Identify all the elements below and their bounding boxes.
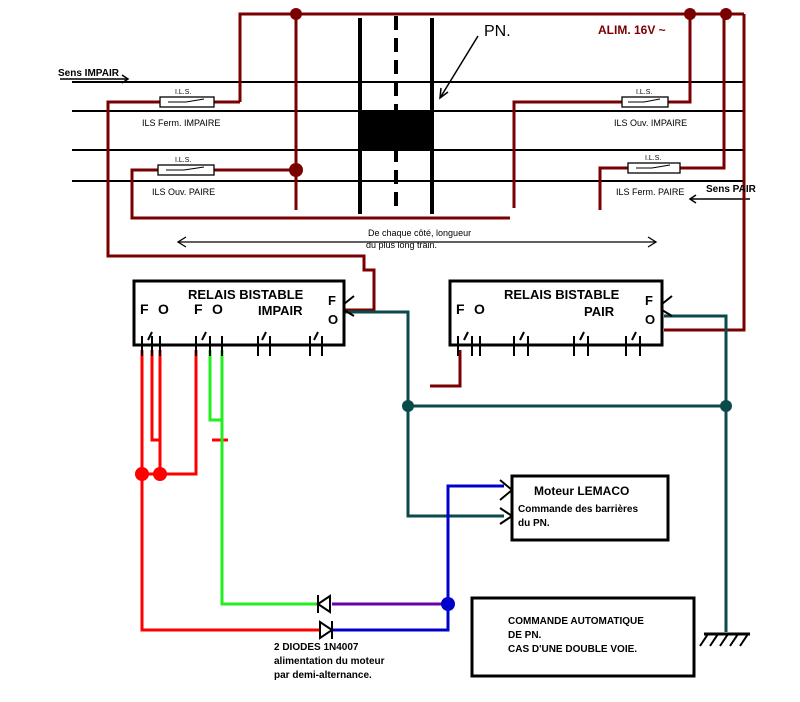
diode-icon [319, 620, 334, 640]
commande-line2: DE PN. [508, 630, 542, 641]
moteur-title: Moteur LEMACO [534, 484, 629, 498]
blue-wires [332, 484, 504, 632]
level-crossing-road [358, 16, 434, 214]
longueur-label-2: du plus long train. [366, 240, 437, 250]
relais-bistable-pair: RELAIS BISTABLE PAIR F O F O [448, 279, 673, 356]
svg-text:O: O [328, 312, 338, 327]
relais-impair-sub: IMPAIR [258, 303, 303, 318]
svg-text:O: O [474, 301, 485, 317]
ils-label: I.L.S. [175, 89, 191, 96]
ils-ferm-impaire-label: ILS Ferm. IMPAIRE [142, 118, 220, 128]
commande-automatique-box: COMMANDE AUTOMATIQUE DE PN. CAS D'UNE DO… [470, 596, 696, 678]
moteur-line1: Commande des barrières [518, 504, 638, 515]
diode-icon [316, 594, 331, 614]
svg-text:F: F [645, 293, 653, 308]
sens-impair-arrow [60, 74, 130, 84]
crossing-block [358, 112, 434, 150]
length-arrow [176, 236, 658, 248]
relais-pair-sub: PAIR [584, 304, 615, 319]
svg-text:F: F [456, 301, 465, 317]
junction-dots-teal [402, 400, 732, 412]
svg-text:O: O [212, 301, 223, 317]
moteur-lemaco-box: Moteur LEMACO Commande des barrières du … [499, 474, 670, 542]
motor-pins [499, 479, 513, 525]
ils-label: I.L.S. [636, 89, 652, 96]
pn-pointer [439, 35, 479, 99]
longueur-label-1: De chaque côté, longueur [368, 228, 471, 238]
pn-label: PN. [484, 23, 511, 40]
junction-dots-brown [289, 8, 732, 177]
junction-dot-blue [441, 597, 455, 611]
sens-pair-arrow [688, 194, 750, 204]
ils-ouv-paire-label: ILS Ouv. PAIRE [152, 187, 215, 197]
diodes-line1: 2 DIODES 1N4007 [274, 642, 359, 653]
ils-label: I.L.S. [175, 157, 191, 164]
ils-switch-ouv-paire: I.L.S. ILS Ouv. PAIRE [152, 157, 215, 197]
supply-wires [106, 12, 746, 388]
alim-label: ALIM. 16V ~ [598, 23, 666, 37]
ils-switch-ferm-paire: I.L.S. ILS Ferm. PAIRE [616, 155, 684, 197]
ils-switch-ferm-impaire: I.L.S. ILS Ferm. IMPAIRE [142, 89, 220, 128]
red-wires [140, 350, 320, 632]
diodes-line2: alimentation du moteur [274, 656, 385, 667]
relais-pair-title: RELAIS BISTABLE [504, 287, 620, 302]
svg-text:F: F [140, 301, 149, 317]
ils-ouv-impaire-label: ILS Ouv. IMPAIRE [614, 118, 687, 128]
relais-bistable-impair: RELAIS BISTABLE IMPAIR F O F O F O [132, 279, 355, 356]
svg-text:F: F [328, 293, 336, 308]
common-wires [344, 310, 728, 632]
commande-line1: COMMANDE AUTOMATIQUE [508, 616, 644, 627]
ils-ferm-paire-label: ILS Ferm. PAIRE [616, 187, 684, 197]
sens-impair-label: Sens IMPAIR [58, 68, 120, 79]
relay-pins [457, 295, 673, 356]
svg-text:O: O [645, 312, 655, 327]
diodes-line3: par demi-alternance. [274, 670, 372, 681]
ils-label: I.L.S. [645, 155, 661, 162]
relais-impair-title: RELAIS BISTABLE [188, 287, 304, 302]
sens-pair-label: Sens PAIR [706, 184, 757, 195]
junction-dots-red [135, 467, 167, 481]
moteur-line2: du PN. [518, 518, 550, 529]
svg-text:O: O [158, 301, 169, 317]
green-wires [208, 350, 318, 606]
ground-icon [699, 632, 750, 647]
ils-switch-ouv-impaire: I.L.S. ILS Ouv. IMPAIRE [614, 89, 687, 128]
relay-pins [141, 295, 355, 356]
commande-line3: CAS D'UNE DOUBLE VOIE. [508, 644, 637, 655]
svg-text:F: F [194, 301, 203, 317]
